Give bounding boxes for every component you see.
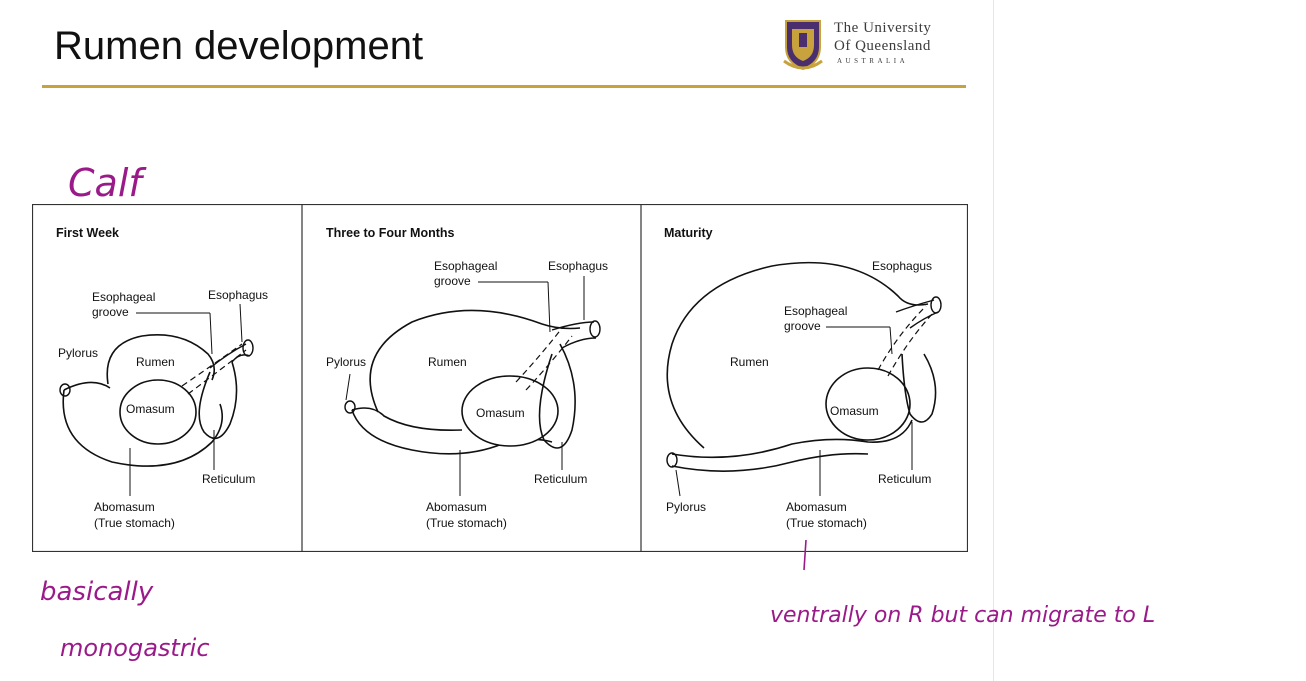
slide-title: Rumen development [54,24,424,68]
svg-text:Esophagus: Esophagus [872,259,932,273]
svg-text:Esophageal: Esophageal [92,290,155,304]
svg-text:(True stomach): (True stomach) [94,516,175,530]
omasum-shape [461,375,559,447]
reticulum-shape [198,361,238,440]
crest-icon [783,20,823,71]
panel-title: Three to Four Months [326,226,455,240]
svg-text:monogastric: monogastric [60,634,210,662]
svg-text:Abomasum: Abomasum [94,500,155,514]
svg-text:Omasum: Omasum [126,402,175,416]
svg-text:Pylorus: Pylorus [326,355,366,369]
svg-text:groove: groove [784,319,821,333]
rumen-shape [666,261,929,449]
annotation-ventral-text: ventrally on R but can migrate to L [770,603,1155,628]
reticulum-shape [901,353,937,423]
svg-text:Pylorus: Pylorus [666,500,706,514]
logo-line-3: AUSTRALIA [837,57,909,65]
svg-text:Reticulum: Reticulum [202,472,255,486]
panel-three-to-four-months: Three to Four Months Esophageal groove E… [326,226,608,530]
university-logo: The University Of Queensland AUSTRALIA [782,17,972,73]
title-rule [42,85,966,88]
svg-text:Omasum: Omasum [476,406,525,420]
svg-text:Esophageal: Esophageal [784,304,847,318]
svg-text:Rumen: Rumen [428,355,467,369]
svg-text:Rumen: Rumen [136,355,175,369]
slide: Rumen development The University Of Quee… [32,17,972,662]
esophagus-opening [242,339,254,357]
svg-text:Rumen: Rumen [730,355,769,369]
svg-text:Reticulum: Reticulum [534,472,587,486]
logo-line-2: Of Queensland [834,38,931,54]
reticulum-shape [538,343,576,449]
omasum-shape [825,367,911,441]
svg-text:basically: basically [40,577,154,607]
omasum-shape [119,379,197,445]
rumen-shape [369,309,581,413]
svg-text:Omasum: Omasum [830,404,879,418]
svg-text:Pylorus: Pylorus [58,346,98,360]
svg-text:Calf: Calf [68,161,147,205]
panel-first-week: First Week Esophageal groove Esophagus P… [56,226,268,530]
svg-text:Esophagus: Esophagus [208,288,268,302]
svg-text:(True stomach): (True stomach) [786,516,867,530]
abomasum-shape [671,419,913,459]
annotation-basically-monogastric: basically monogastric [40,577,210,662]
panel-title: First Week [56,226,119,240]
svg-text:Esophageal: Esophageal [434,259,497,273]
svg-text:groove: groove [92,305,129,319]
svg-text:ventrally on R but can migrate: ventrally on R but can migrate to L [770,603,1155,628]
svg-text:(True stomach): (True stomach) [426,516,507,530]
svg-text:Reticulum: Reticulum [878,472,931,486]
esophagus-opening [930,296,942,314]
annotation-ventral-note [803,539,807,571]
panel-maturity: Maturity Esophagus Esophageal groove Rum… [664,226,942,530]
abomasum-shape [62,389,223,467]
panel-title: Maturity [664,226,713,240]
svg-text:Abomasum: Abomasum [786,500,847,514]
logo-line-1: The University [834,20,932,36]
svg-text:groove: groove [434,274,471,288]
side-panel [993,0,1306,681]
annotation-calf: Calf [68,161,147,205]
stomach-development-diagram: First Week Esophageal groove Esophagus P… [32,204,968,552]
svg-text:Abomasum: Abomasum [426,500,487,514]
esophagus-opening [589,320,601,338]
svg-text:Esophagus: Esophagus [548,259,608,273]
